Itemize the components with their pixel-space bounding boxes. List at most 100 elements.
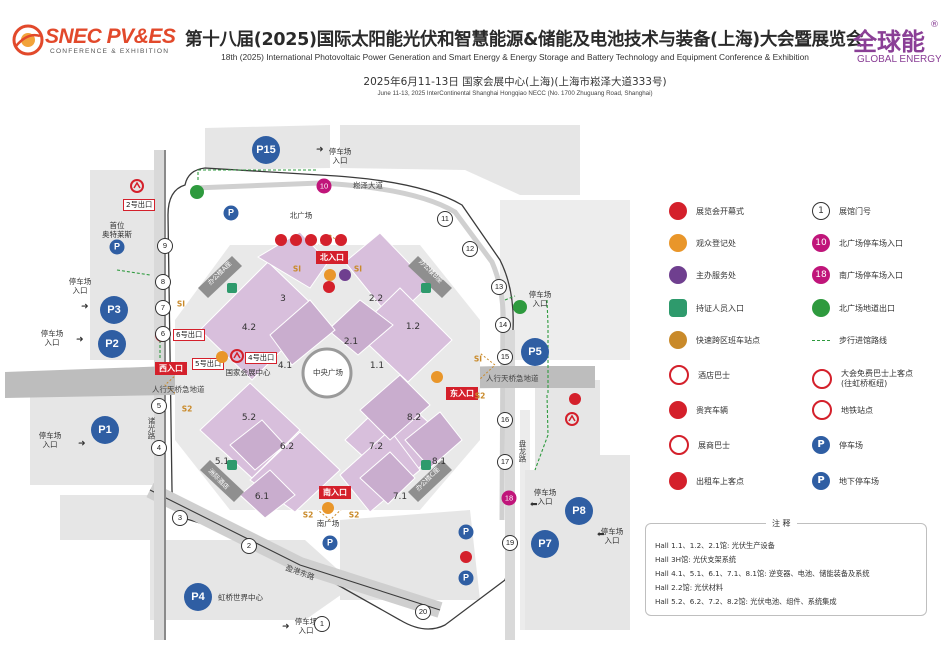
opening-ceremony-icon xyxy=(669,202,687,220)
gate-1: 1 xyxy=(314,616,330,632)
badge-holder-entry-icon xyxy=(227,283,237,293)
hall-4-2[interactable]: 4.2 xyxy=(241,323,257,333)
parking-p4[interactable]: P4 xyxy=(184,583,212,611)
underground-parking-icon: P xyxy=(109,239,125,255)
hall-6-2[interactable]: 6.2 xyxy=(279,442,295,452)
central-plaza-label: 中央广场 xyxy=(313,368,343,377)
visitor-registration-icon xyxy=(431,371,443,383)
vip-vehicle-icon xyxy=(669,401,687,419)
global-energy-logo-en: GLOBAL ENERGY xyxy=(857,54,941,65)
arrow-right-icon: ➜ xyxy=(81,302,89,312)
north-plaza-label: 北广场 xyxy=(289,211,313,220)
event-date: 2025年6月11-13日 国家会展中心(上海)(上海市崧泽大道333号) xyxy=(363,76,667,88)
shuttle-stop-s2: S2 xyxy=(302,510,314,520)
gate-20: 20 xyxy=(415,604,431,620)
shuttle-stop-s1: SI xyxy=(176,299,186,309)
metro-station-icon xyxy=(230,349,244,363)
ped-bridge-left-label: 人行天桥急地道 xyxy=(152,385,205,394)
underground-parking-icon: P xyxy=(322,535,338,551)
snec-logo-mark-icon xyxy=(12,24,44,56)
note-line: Hall 4.1、5.1、6.1、7.1、8.1馆: 逆变器、电池、储能装备及系… xyxy=(655,569,870,578)
hall-2-1[interactable]: 2.1 xyxy=(343,337,359,347)
outlet-label: 首位 奥特莱斯 xyxy=(102,221,132,239)
parking-p15[interactable]: P15 xyxy=(252,136,280,164)
south-plaza-label: 南广场 xyxy=(316,519,340,528)
shuttle-stop-s2: S2 xyxy=(348,510,360,520)
legend-label: 主办服务处 xyxy=(696,270,736,280)
legend-label: 展览会开幕式 xyxy=(696,206,744,216)
shuttle-stop-s1: SI xyxy=(473,354,483,364)
parking-p3[interactable]: P3 xyxy=(100,296,128,324)
legend-label: 快速跨区班车站点 xyxy=(696,335,760,345)
hall-5-2[interactable]: 5.2 xyxy=(241,413,257,423)
legend-label: 地下停车场 xyxy=(839,476,879,486)
south-entry[interactable]: 南入口 xyxy=(319,486,351,499)
legend-label: 北广场地道出口 xyxy=(839,303,895,313)
parking-p7[interactable]: P7 xyxy=(531,530,559,558)
gate-9: 9 xyxy=(157,238,173,254)
parking-p5[interactable]: P5 xyxy=(521,338,549,366)
parking-icon: P xyxy=(458,570,474,586)
north-underground-exit-icon xyxy=(812,299,830,317)
legend-label: 步行进馆路线 xyxy=(839,335,887,345)
arrow-right-icon: ➜ xyxy=(282,622,290,632)
metro-station-icon xyxy=(565,412,579,426)
metro-exit-2: 2号出口 xyxy=(123,199,156,211)
hall-6-1[interactable]: 6.1 xyxy=(254,492,270,502)
parking-p8[interactable]: P8 xyxy=(565,497,593,525)
shuttle-stop-icon xyxy=(669,331,687,349)
parking-entry-label: 停车场 入口 xyxy=(40,329,64,347)
hall-1-1[interactable]: 1.1 xyxy=(369,361,385,371)
arrow-left-icon: ⬅ xyxy=(597,530,605,540)
snec-logo-subtitle: CONFERENCE & EXHIBITION xyxy=(50,48,170,55)
north-underground-exit-icon xyxy=(190,185,204,199)
legend-item: 10 北广场停车场入口 xyxy=(812,233,903,253)
parking-p2[interactable]: P2 xyxy=(98,330,126,358)
east-entry[interactable]: 东入口 xyxy=(446,387,478,400)
exhibitor-bus-icon xyxy=(669,435,689,455)
shuttle-stop-s1: SI xyxy=(353,264,363,274)
west-entry[interactable]: 西入口 xyxy=(155,362,187,375)
organizer-office-icon xyxy=(669,266,687,284)
north-entry[interactable]: 北入口 xyxy=(316,251,348,264)
gate-14: 14 xyxy=(495,317,511,333)
legend-label: 持证人员入口 xyxy=(696,303,744,313)
notes-title: 注 释 xyxy=(766,518,797,529)
global-energy-logo: 全球能 xyxy=(853,28,925,56)
gate-13: 13 xyxy=(491,279,507,295)
legend-item: 出租车上客点 xyxy=(669,471,744,491)
legend-item: 贵宾车辆 xyxy=(669,400,728,420)
convention-center-label: 国家会展中心 xyxy=(225,368,271,377)
parking-icon: P xyxy=(458,524,474,540)
legend-item: 地铁站点 xyxy=(812,400,873,420)
gate-18: 18 xyxy=(501,490,517,506)
hall-4-1[interactable]: 4.1 xyxy=(277,361,293,371)
legend-label: 展商巴士 xyxy=(698,440,730,450)
legend-label: 观众登记处 xyxy=(696,238,736,248)
hall-5-1[interactable]: 5.1 xyxy=(214,457,230,467)
hall-2-2[interactable]: 2.2 xyxy=(368,294,384,304)
north-parking-entry-icon: 10 xyxy=(812,234,830,252)
parking-entry-label: 停车场 入口 xyxy=(68,277,92,295)
legend-label: 出租车上客点 xyxy=(696,476,744,486)
arrow-right-icon: ➜ xyxy=(316,145,324,155)
legend-label: 大会免费巴士上客点 (往虹桥枢纽) xyxy=(841,369,913,388)
hotel-bus-icon xyxy=(669,365,689,385)
badge-holder-entry-icon xyxy=(421,460,431,470)
hall-1-2[interactable]: 1.2 xyxy=(405,322,421,332)
hall-3[interactable]: 3 xyxy=(280,294,286,304)
hall-8-2[interactable]: 8.2 xyxy=(406,413,422,423)
legend-label: 南广场停车场入口 xyxy=(839,270,903,280)
hall-8-1[interactable]: 8.1 xyxy=(431,457,447,467)
parking-entry-label: 停车场 入口 xyxy=(38,431,62,449)
hall-gate-icon: 1 xyxy=(812,202,830,220)
hall-7-2[interactable]: 7.2 xyxy=(368,442,384,452)
parking-entry-label: 停车场 入口 xyxy=(294,617,318,635)
note-line: Hall 3H馆: 光伏支架系统 xyxy=(655,555,737,564)
gate-16: 16 xyxy=(497,412,513,428)
hall-7-1[interactable]: 7.1 xyxy=(392,492,408,502)
parking-p1[interactable]: P1 xyxy=(91,416,119,444)
shuttle-stop-s1: SI xyxy=(292,264,302,274)
free-shuttle-icon xyxy=(812,369,832,389)
arrow-left-icon: ⬅ xyxy=(530,500,538,510)
